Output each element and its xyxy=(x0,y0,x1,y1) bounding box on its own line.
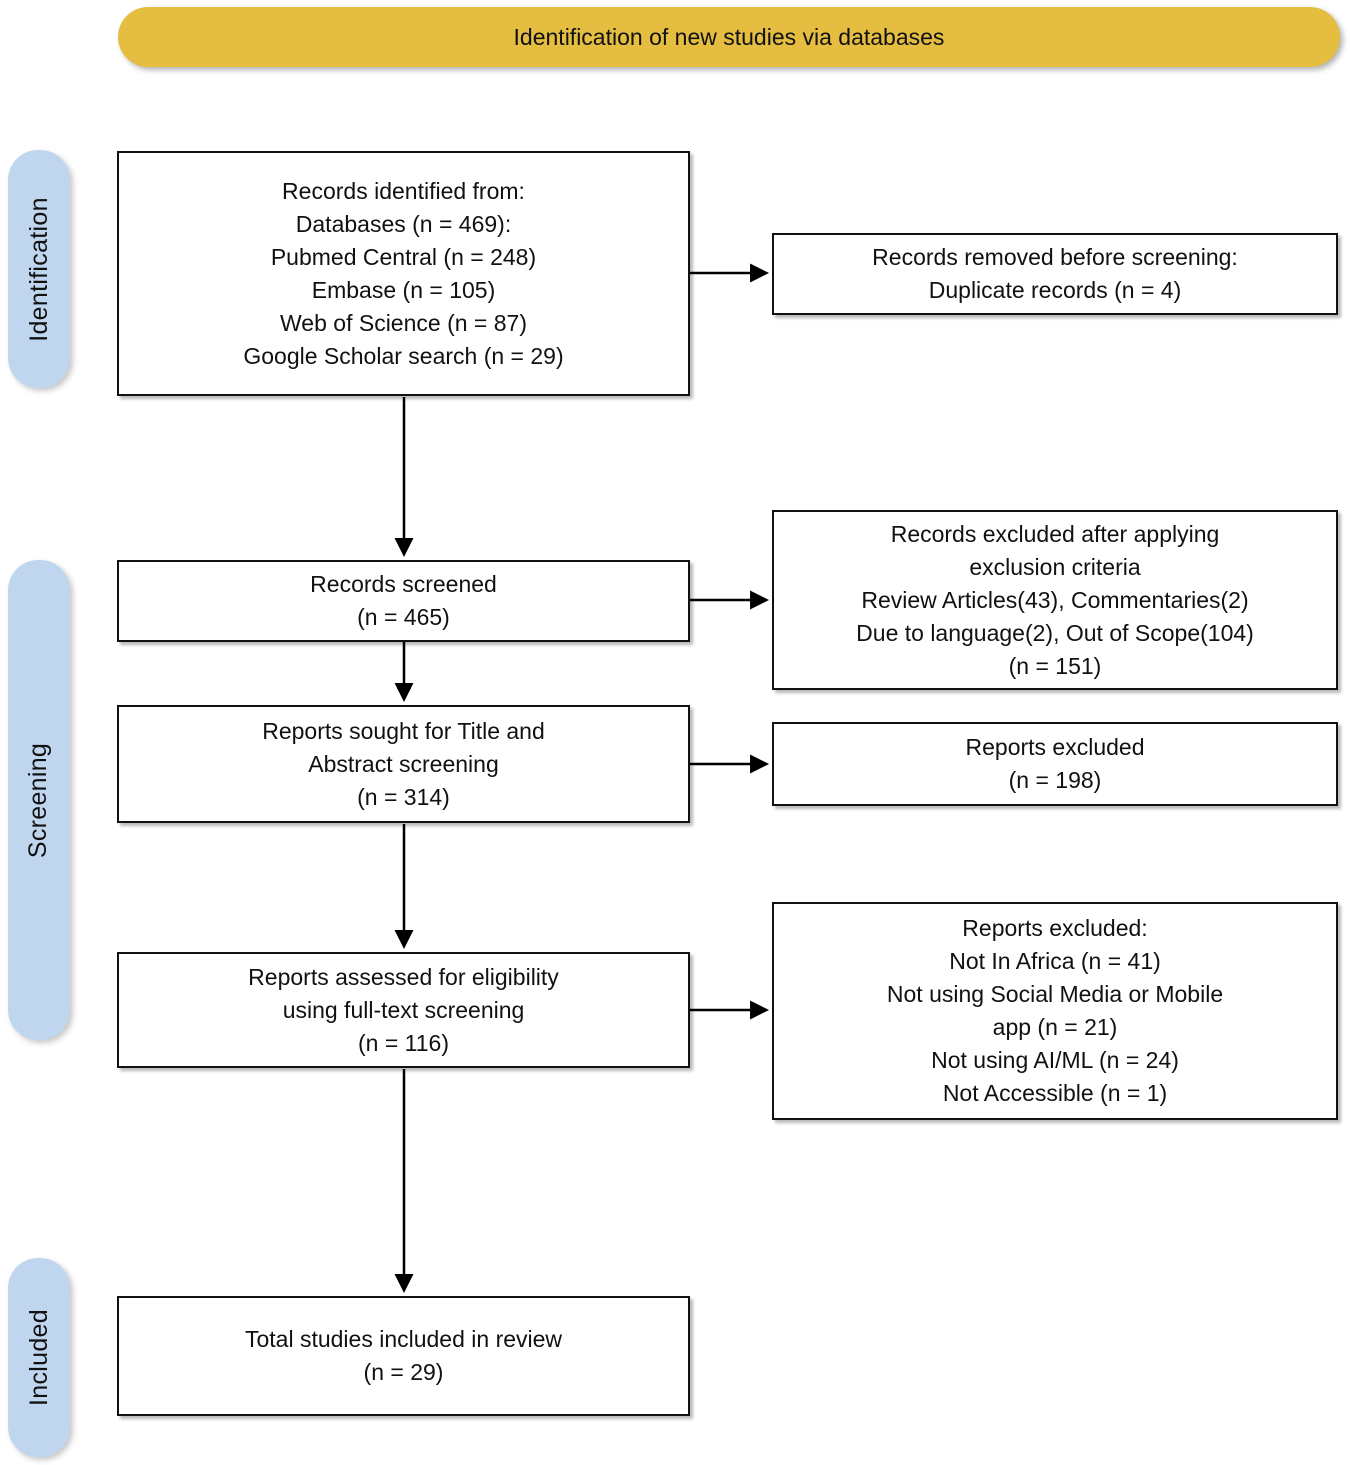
box-reports-excluded: Reports excluded (n = 198) xyxy=(772,722,1338,806)
box-line: Not using AI/ML (n = 24) xyxy=(931,1047,1179,1073)
phase-label-screening: Screening xyxy=(8,560,70,1040)
box-line: app (n = 21) xyxy=(992,1014,1118,1040)
box-total-studies-included: Total studies included in review (n = 29… xyxy=(117,1296,690,1416)
box-line: Not Accessible (n = 1) xyxy=(942,1080,1168,1106)
box-line: Review Articles(43), Commentaries(2) xyxy=(861,586,1249,613)
box-line: Databases (n = 469): xyxy=(295,210,512,237)
box-line: Reports excluded: xyxy=(962,915,1148,941)
box-line: Records excluded after applying xyxy=(890,520,1220,547)
phase-label-included-text: Included xyxy=(24,1309,53,1406)
box-line: Reports assessed for eligibility xyxy=(248,963,559,990)
box-line: Abstract screening xyxy=(308,750,499,777)
phase-label-included: Included xyxy=(8,1258,70,1457)
box-reports-assessed-full-text: Reports assessed for eligibility using f… xyxy=(117,952,690,1068)
box-line: Records removed before screening: xyxy=(872,244,1238,270)
phase-label-screening-text: Screening xyxy=(24,742,53,858)
box-line: Google Scholar search (n = 29) xyxy=(243,342,564,369)
box-line: Reports excluded xyxy=(965,734,1145,760)
box-line: (n = 465) xyxy=(357,604,450,630)
box-line: Due to language(2), Out of Scope(104) xyxy=(856,619,1254,646)
box-line: Duplicate records (n = 4) xyxy=(928,277,1182,303)
box-line: (n = 198) xyxy=(1008,767,1102,793)
box-line: (n = 116) xyxy=(358,1029,449,1056)
box-fulltext-reports-excluded: Reports excluded: Not In Africa (n = 41)… xyxy=(772,902,1338,1120)
box-line: Web of Science (n = 87) xyxy=(280,309,527,336)
box-line: Embase (n = 105) xyxy=(311,276,496,303)
phase-label-identification-text: Identification xyxy=(24,196,53,342)
box-line: exclusion criteria xyxy=(969,553,1141,580)
box-line: Pubmed Central (n = 248) xyxy=(270,243,537,270)
box-line: (n = 314) xyxy=(357,783,450,810)
box-line: Not In Africa (n = 41) xyxy=(949,948,1161,974)
box-records-excluded-criteria: Records excluded after applying exclusio… xyxy=(772,510,1338,690)
box-records-identified: Records identified from: Databases (n = … xyxy=(117,151,690,396)
box-line: Reports sought for Title and xyxy=(262,717,545,744)
box-reports-sought-title-abstract: Reports sought for Title and Abstract sc… xyxy=(117,705,690,823)
title-banner: Identification of new studies via databa… xyxy=(118,7,1340,67)
box-records-removed-before-screening: Records removed before screening: Duplic… xyxy=(772,233,1338,315)
box-line: Not using Social Media or Mobile xyxy=(886,981,1224,1007)
box-line: (n = 151) xyxy=(1008,652,1102,679)
phase-label-identification: Identification xyxy=(8,150,70,388)
box-line: Records screened xyxy=(310,571,497,597)
box-records-screened: Records screened (n = 465) xyxy=(117,560,690,642)
box-line: using full-text screening xyxy=(282,996,525,1023)
box-line: (n = 29) xyxy=(363,1359,444,1385)
box-line: Records identified from: xyxy=(282,177,525,204)
title-banner-label: Identification of new studies via databa… xyxy=(513,23,945,50)
box-line: Total studies included in review xyxy=(244,1326,563,1352)
